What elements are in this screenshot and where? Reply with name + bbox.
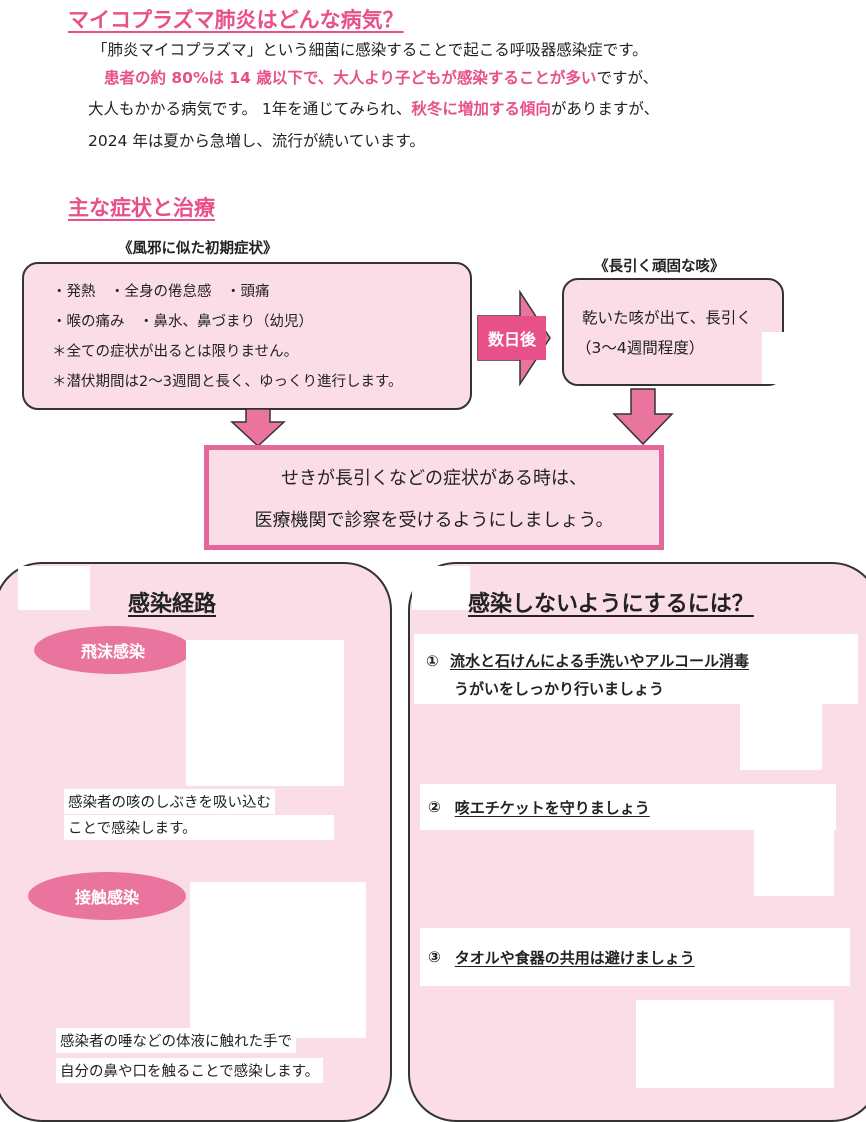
symptoms-title: 主な症状と治療 [68, 196, 215, 220]
intro-line-1: 「肺炎マイコプラズマ」という細菌に感染することで起こる呼吸器感染症です。 [92, 41, 648, 59]
late-symptom-line-1: 乾いた咳が出て、長引く [582, 309, 752, 327]
intro-line-3: 大人もかかる病気です。 1年を通じてみられ、秋冬に増加する傾向がありますが、 [88, 100, 660, 118]
early-symptom-line-2: ・喉の痛み ・鼻水、鼻づまり（幼児） [52, 314, 313, 330]
step-1-background [414, 634, 858, 704]
step-1-sub: うがいをしっかり行いましょう [454, 680, 665, 698]
step-3-main: タオルや食器の共用は避けましょう [454, 948, 695, 967]
step-3-number: ③ [428, 948, 441, 966]
intro-line-4: 2024 年は夏から急増し、流行が続いています。 [88, 132, 425, 150]
intro-highlight-children: 患者の約 80%は 14 歳以下で、大人より子どもが感染することが多い [104, 69, 597, 87]
prevention-title: 感染しないようにするには？ [468, 592, 754, 617]
contact-text-line-1: 感染者の唾などの体液に触れた手で [56, 1028, 296, 1053]
intro-highlight-season: 秋冬に増加する傾向 [411, 100, 551, 118]
early-symptom-line-3: ＊全ての症状が出るとは限りません。 [52, 344, 299, 360]
doctor-visit-notice: せきが長引くなどの症状がある時は、 医療機関で診察を受けるようにしましょう。 [204, 445, 664, 550]
after-several-days-label: 数日後 [478, 316, 546, 360]
intro-line-3-a: 大人もかかる病気です。 1年を通じてみられ、 [88, 100, 412, 118]
step-1-number: ① [426, 652, 439, 670]
intro-line-2-tail: ですが、 [596, 69, 659, 87]
notice-line-1: せきが長引くなどの症状がある時は、 [281, 467, 587, 489]
contact-text-line-2: 自分の鼻や口を触ることで感染します。 [56, 1058, 324, 1083]
intro-title: マイコプラズマ肺炎はどんな病気？ [68, 8, 404, 32]
intro-line-2: 患者の約 80%は 14 歳以下で、大人より子どもが感染することが多いですが、 [104, 69, 659, 87]
step-1-main: 流水と石けんによる手洗いやアルコール消毒 [449, 652, 750, 670]
early-symptom-line-1: ・発熱 ・全身の倦怠感 ・頭痛 [52, 284, 270, 300]
step-2-main: 咳エチケットを守りましょう [454, 798, 650, 817]
early-symptoms-box: ・発熱 ・全身の倦怠感 ・頭痛 ・喉の痛み ・鼻水、鼻づまり（幼児） ＊全ての症… [22, 262, 472, 410]
early-symptoms-caption: 《風邪に似た初期症状》 [118, 241, 278, 257]
step-2-number: ② [428, 798, 441, 816]
droplet-text-line-2: ことで感染します。 [64, 815, 334, 840]
step-1-illustration-placeholder [740, 704, 822, 770]
late-symptom-line-2: （3～4週間程度） [576, 339, 705, 357]
step-3: ③ タオルや食器の共用は避けましょう [420, 928, 850, 986]
notice-line-2: 医療機関で診察を受けるようにしましょう。 [254, 509, 614, 531]
step-3-illustration-placeholder [636, 1000, 834, 1088]
droplet-text-line-1: 感染者の咳のしぶきを吸い込む [64, 789, 275, 814]
down-arrow-left-icon [230, 408, 286, 448]
intro-line-3-b: がありますが、 [550, 100, 660, 118]
step-1-line-1: ① 流水と石けんによる手洗いやアルコール消毒 [426, 650, 749, 671]
droplet-illustration-placeholder [186, 640, 344, 786]
late-symptoms-box: 乾いた咳が出て、長引く （3～4週間程度） [562, 278, 784, 386]
step-2-illustration-placeholder [754, 830, 834, 896]
early-symptom-line-4: ＊潜伏期間は2～3週間と長く、ゆっくり進行します。 [52, 374, 403, 390]
down-arrow-right-icon [612, 388, 674, 446]
droplet-infection-label: 飛沫感染 [34, 626, 192, 674]
infection-routes-title: 感染経路 [128, 592, 217, 617]
step-2: ② 咳エチケットを守りましょう [420, 784, 836, 830]
blank-patch [762, 332, 802, 384]
contact-infection-label: 接触感染 [28, 872, 186, 920]
blank-patch [412, 566, 470, 610]
contact-illustration-placeholder [190, 882, 366, 1038]
blank-patch [18, 566, 90, 610]
late-symptoms-caption: 《長引く頑固な咳》 [594, 259, 725, 275]
